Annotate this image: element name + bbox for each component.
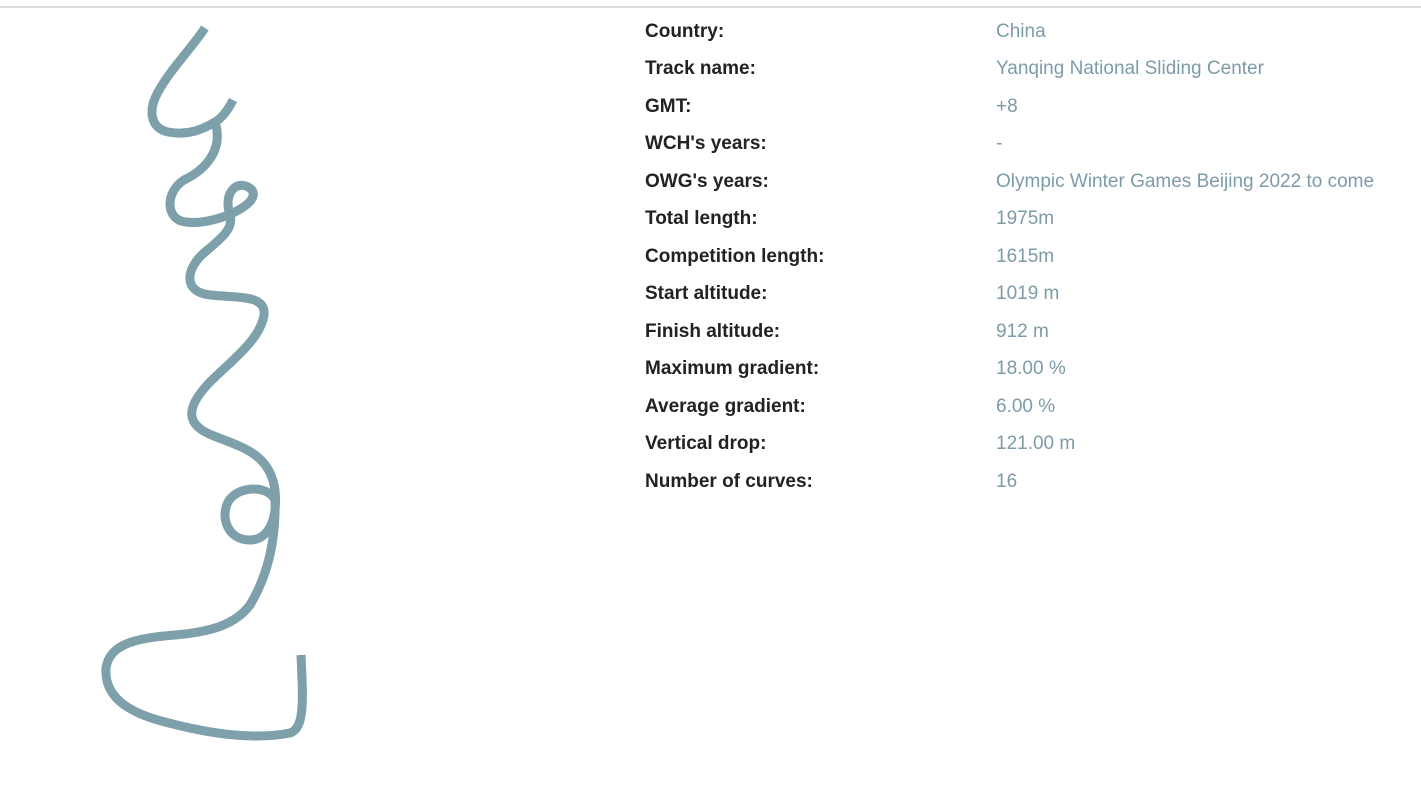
spec-label: Total length: [645,208,758,230]
spec-value: Yanqing National Sliding Center [996,58,1264,80]
spec-row-finish-altitude: Finish altitude: 912 m [645,313,1415,351]
spec-row-competition-length: Competition length: 1615m [645,238,1415,276]
spec-row-track-name: Track name: Yanqing National Sliding Cen… [645,51,1415,89]
spec-label: Competition length: [645,245,825,267]
spec-label: Number of curves: [645,470,813,492]
spec-value: Olympic Winter Games Beijing 2022 to com… [996,170,1375,192]
spec-row-wch-years: WCH's years: - [645,126,1415,164]
spec-label: Start altitude: [645,283,768,305]
spec-value: - [996,133,1003,155]
track-specs: Country: China Track name: Yanqing Natio… [645,13,1415,501]
spec-row-number-of-curves: Number of curves: 16 [645,463,1415,501]
top-divider [0,6,1421,8]
spec-row-start-altitude: Start altitude: 1019 m [645,276,1415,314]
spec-value: 1615m [996,245,1055,267]
spec-row-gmt: GMT: +8 [645,88,1415,126]
spec-label: Vertical drop: [645,433,767,455]
spec-label: Average gradient: [645,395,806,417]
spec-label: Maximum gradient: [645,358,820,380]
spec-label: WCH's years: [645,133,767,155]
spec-label: Track name: [645,58,756,80]
spec-row-total-length: Total length: 1975m [645,201,1415,239]
spec-value: China [996,20,1046,42]
spec-value: 121.00 m [996,433,1076,455]
spec-row-country: Country: China [645,13,1415,51]
spec-value: 1019 m [996,283,1060,305]
spec-value: 1975m [996,208,1055,230]
spec-value: 912 m [996,320,1049,342]
spec-label: GMT: [645,95,692,117]
spec-label: OWG's years: [645,170,769,192]
spec-value: 18.00 % [996,358,1066,380]
spec-label: Country: [645,20,725,42]
spec-label: Finish altitude: [645,320,781,342]
track-map [0,0,620,786]
spec-row-vertical-drop: Vertical drop: 121.00 m [645,426,1415,464]
spec-value: 16 [996,470,1018,492]
track-map-icon [101,25,307,741]
spec-row-average-gradient: Average gradient: 6.00 % [645,388,1415,426]
spec-value: +8 [996,95,1018,117]
spec-row-owg-years: OWG's years: Olympic Winter Games Beijin… [645,163,1415,201]
track-path [101,25,307,741]
spec-row-maximum-gradient: Maximum gradient: 18.00 % [645,351,1415,389]
spec-value: 6.00 % [996,395,1056,417]
